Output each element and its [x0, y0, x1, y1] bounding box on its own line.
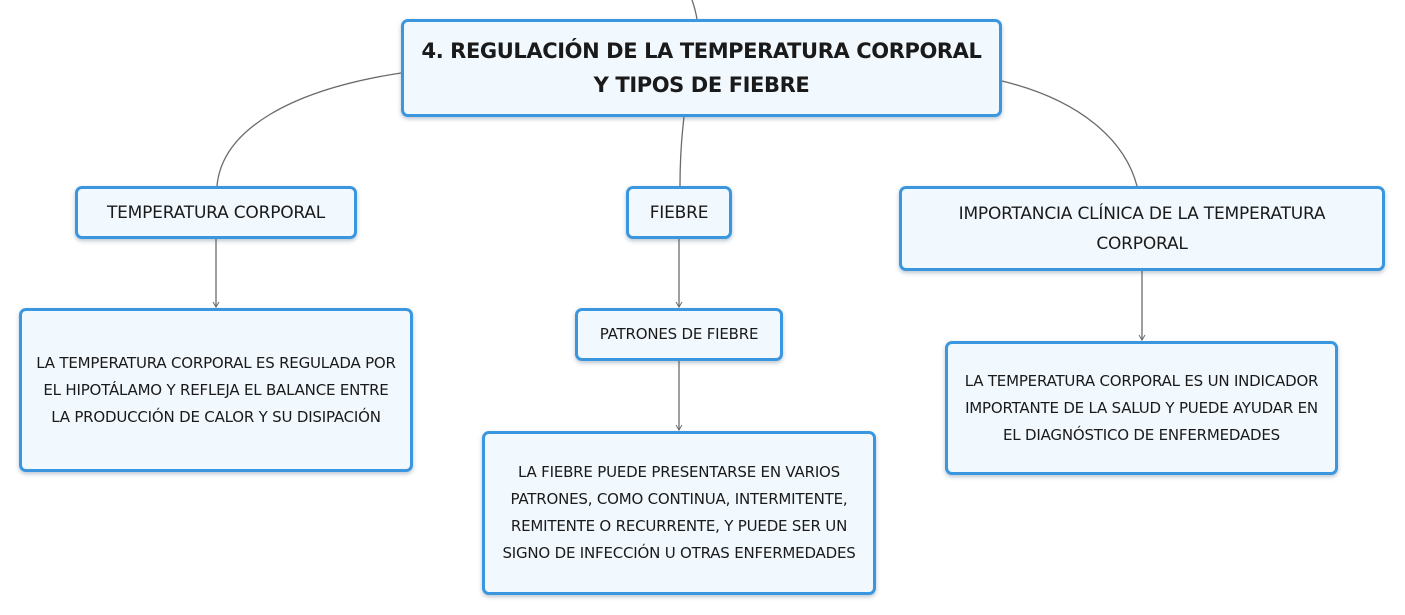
central-topic-label: 4. REGULACIÓN DE LA TEMPERATURA CORPORAL…	[421, 39, 982, 97]
branch-temperatura-corporal-node[interactable]: TEMPERATURA CORPORAL	[75, 186, 357, 239]
arrowhead-importancia-detail	[1138, 334, 1146, 341]
branch-temperatura-corporal-label: TEMPERATURA CORPORAL	[106, 202, 326, 223]
connector-main-to-temperatura	[216, 72, 402, 187]
arrowhead-patrones	[675, 301, 683, 308]
connector-main-to-fiebre	[679, 116, 685, 187]
branch-importancia-clinica-node[interactable]: IMPORTANCIA CLÍNICA DE LA TEMPERATURA CO…	[899, 186, 1385, 271]
patrones-de-fiebre-detail-node[interactable]: LA FIEBRE PUEDE PRESENTARSE EN VARIOS PA…	[482, 431, 876, 595]
importancia-clinica-detail-node[interactable]: LA TEMPERATURA CORPORAL ES UN INDICADOR …	[945, 341, 1338, 475]
arrowhead-temperatura-detail	[212, 301, 220, 308]
patrones-de-fiebre-detail-text: LA FIEBRE PUEDE PRESENTARSE EN VARIOS PA…	[502, 463, 856, 562]
importancia-clinica-detail-text: LA TEMPERATURA CORPORAL ES UN INDICADOR …	[964, 371, 1319, 444]
connector-parent-to-main	[691, 0, 698, 20]
central-topic-node[interactable]: 4. REGULACIÓN DE LA TEMPERATURA CORPORAL…	[401, 19, 1002, 117]
connector-main-to-importancia	[1001, 80, 1138, 187]
branch-fiebre-label: FIEBRE	[649, 202, 709, 223]
patrones-de-fiebre-label: PATRONES DE FIEBRE	[599, 325, 759, 343]
branch-fiebre-node[interactable]: FIEBRE	[626, 186, 732, 239]
arrowhead-fiebre-detail	[675, 424, 683, 431]
temperatura-corporal-detail-node[interactable]: LA TEMPERATURA CORPORAL ES REGULADA POR …	[19, 308, 413, 472]
patrones-de-fiebre-node[interactable]: PATRONES DE FIEBRE	[575, 308, 783, 361]
branch-importancia-clinica-label: IMPORTANCIA CLÍNICA DE LA TEMPERATURA CO…	[958, 203, 1326, 254]
temperatura-corporal-detail-text: LA TEMPERATURA CORPORAL ES REGULADA POR …	[36, 353, 396, 426]
